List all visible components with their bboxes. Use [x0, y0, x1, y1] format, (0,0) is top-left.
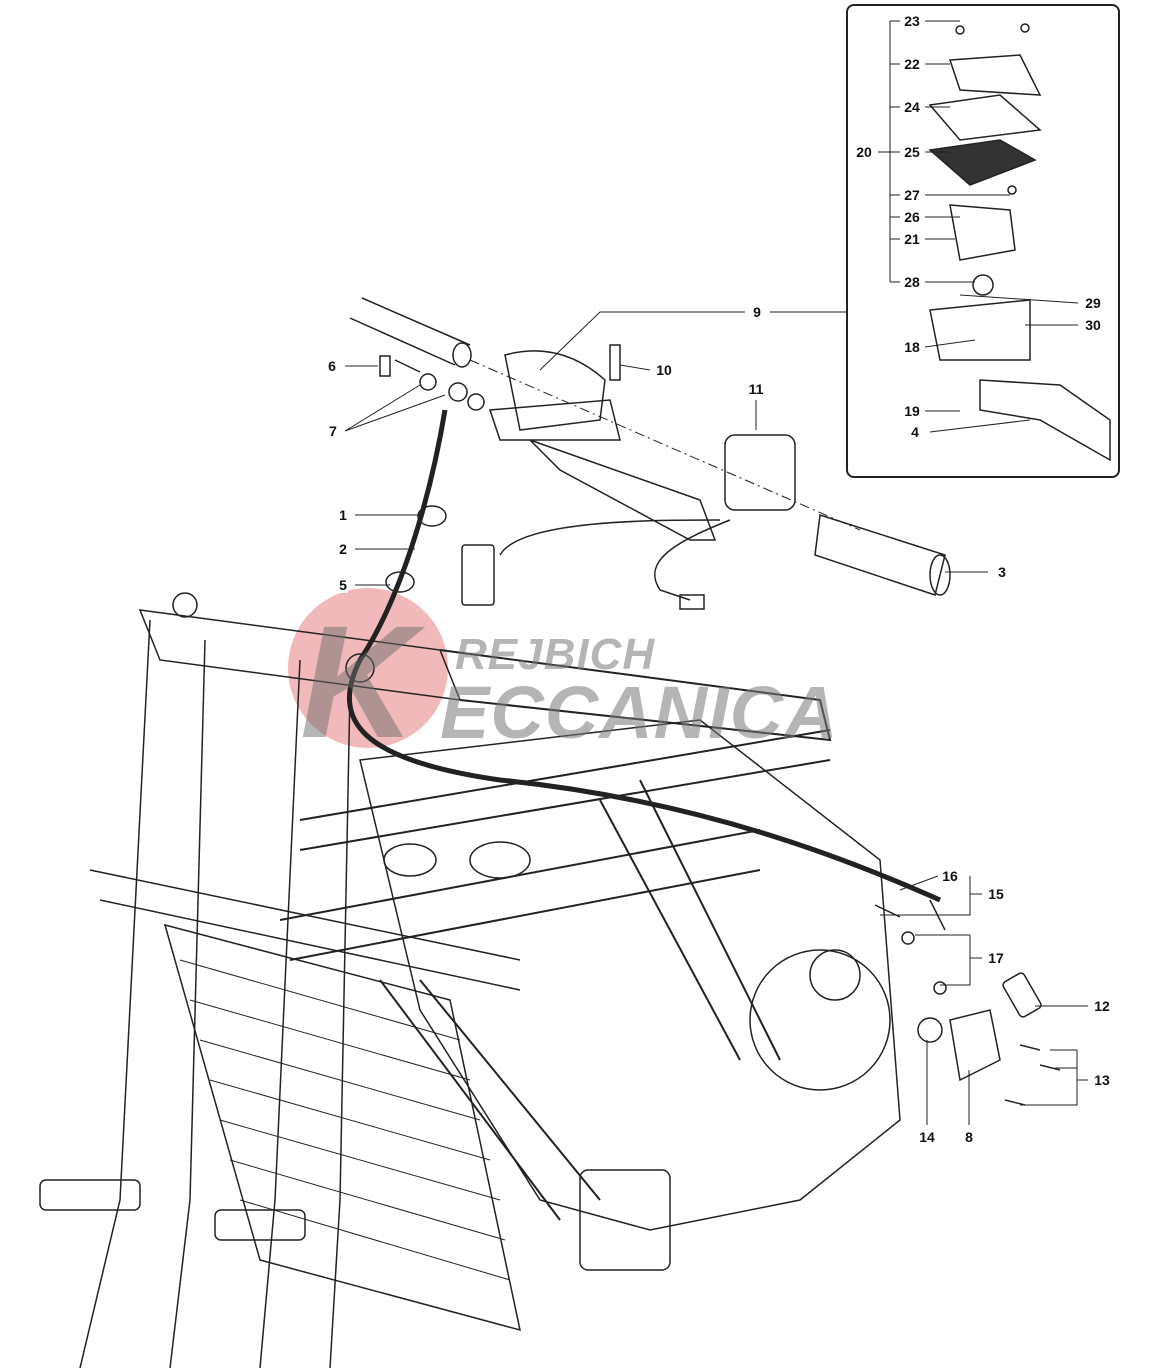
callout-24: 24 — [903, 99, 921, 115]
callout-10: 10 — [655, 362, 673, 378]
callout-6: 6 — [327, 358, 337, 374]
callout-30: 30 — [1084, 317, 1102, 333]
callout-12: 12 — [1093, 998, 1111, 1014]
callout-23: 23 — [903, 13, 921, 29]
callout-5: 5 — [338, 577, 348, 593]
callout-8: 8 — [964, 1129, 974, 1145]
callout-28: 28 — [903, 274, 921, 290]
callout-4: 4 — [910, 424, 920, 440]
reservoir-inset-parts — [928, 23, 1111, 462]
callout-18: 18 — [903, 339, 921, 355]
callout-27: 27 — [903, 187, 921, 203]
callout-7: 7 — [328, 423, 338, 439]
callout-16: 16 — [941, 868, 959, 884]
trellis-frame — [279, 649, 832, 1221]
engine — [359, 719, 901, 1271]
callout-22: 22 — [903, 56, 921, 72]
callout-25: 25 — [903, 144, 921, 160]
watermark-monogram: K — [300, 592, 417, 771]
leader-lines — [344, 20, 1088, 1125]
callout-13: 13 — [1093, 1072, 1111, 1088]
callout-29: 29 — [1084, 295, 1102, 311]
callout-9: 9 — [752, 304, 762, 320]
callout-21: 21 — [903, 231, 921, 247]
slave-cylinder-parts — [874, 899, 1061, 1106]
callout-17: 17 — [987, 950, 1005, 966]
callout-20: 20 — [855, 144, 873, 160]
clutch-assembly — [349, 297, 951, 610]
callout-19: 19 — [903, 403, 921, 419]
callout-11: 11 — [747, 381, 765, 397]
watermark-circle — [288, 588, 448, 748]
callout-15: 15 — [987, 886, 1005, 902]
reservoir-detail-inset — [846, 4, 1120, 478]
callout-2: 2 — [338, 541, 348, 557]
callout-3: 3 — [997, 564, 1007, 580]
clutch-hose — [346, 409, 942, 903]
callout-14: 14 — [918, 1129, 936, 1145]
watermark-line1: REJBICH — [455, 630, 656, 679]
callout-26: 26 — [903, 209, 921, 225]
radiator — [163, 923, 521, 1332]
watermark-line2: ECCANICA — [440, 671, 839, 754]
callout-1: 1 — [338, 507, 348, 523]
